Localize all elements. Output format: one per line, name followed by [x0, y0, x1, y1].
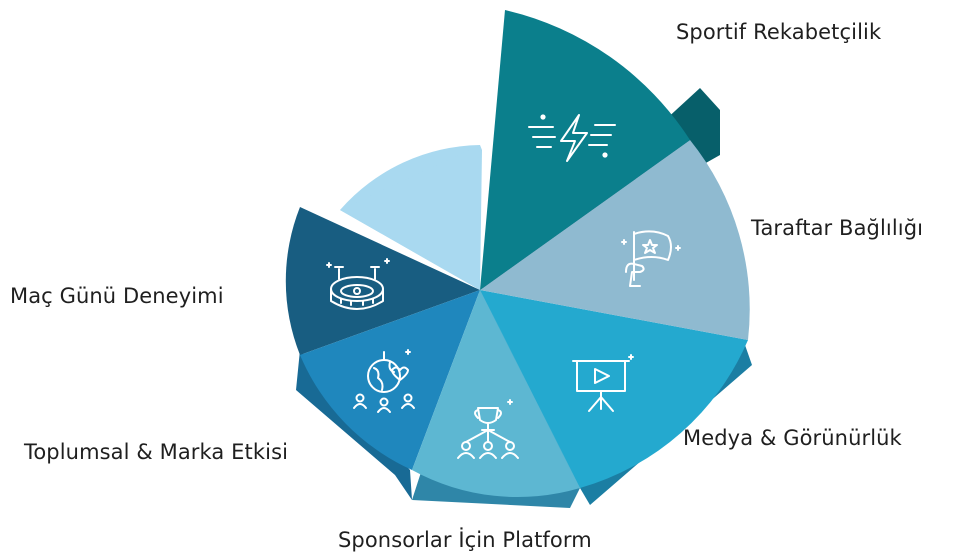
globe-people-icon: [353, 349, 415, 413]
label-sponsorlar-icin-platform: Sponsorlar İçin Platform: [338, 528, 592, 552]
hand-flag-icon: [621, 230, 681, 287]
speed-bolt-icon: [528, 114, 616, 162]
segment-2: [480, 290, 748, 488]
label-toplumsal-marka-etkisi: Toplumsal & Marka Etkisi: [24, 440, 289, 464]
trophy-network-icon: [457, 399, 519, 459]
stadium-icon: [326, 258, 390, 310]
label-taraftar-bagliligi: Taraftar Bağlılığı: [751, 216, 924, 240]
segment-1: [480, 140, 750, 340]
segment-6b: [340, 145, 482, 290]
label-mac-gunu-deneyimi: Maç Günü Deneyimi: [10, 284, 224, 308]
segment-5: [285, 207, 480, 355]
label-medya-gorunurluk: Medya & Görünürlük: [683, 426, 902, 450]
segment-0: [480, 10, 690, 290]
segment-4: [300, 290, 480, 470]
label-sportif-rekabetcilik: Sportif Rekabetçilik: [676, 20, 882, 44]
segment-3: [412, 290, 580, 498]
presentation-play-icon: [572, 354, 634, 412]
